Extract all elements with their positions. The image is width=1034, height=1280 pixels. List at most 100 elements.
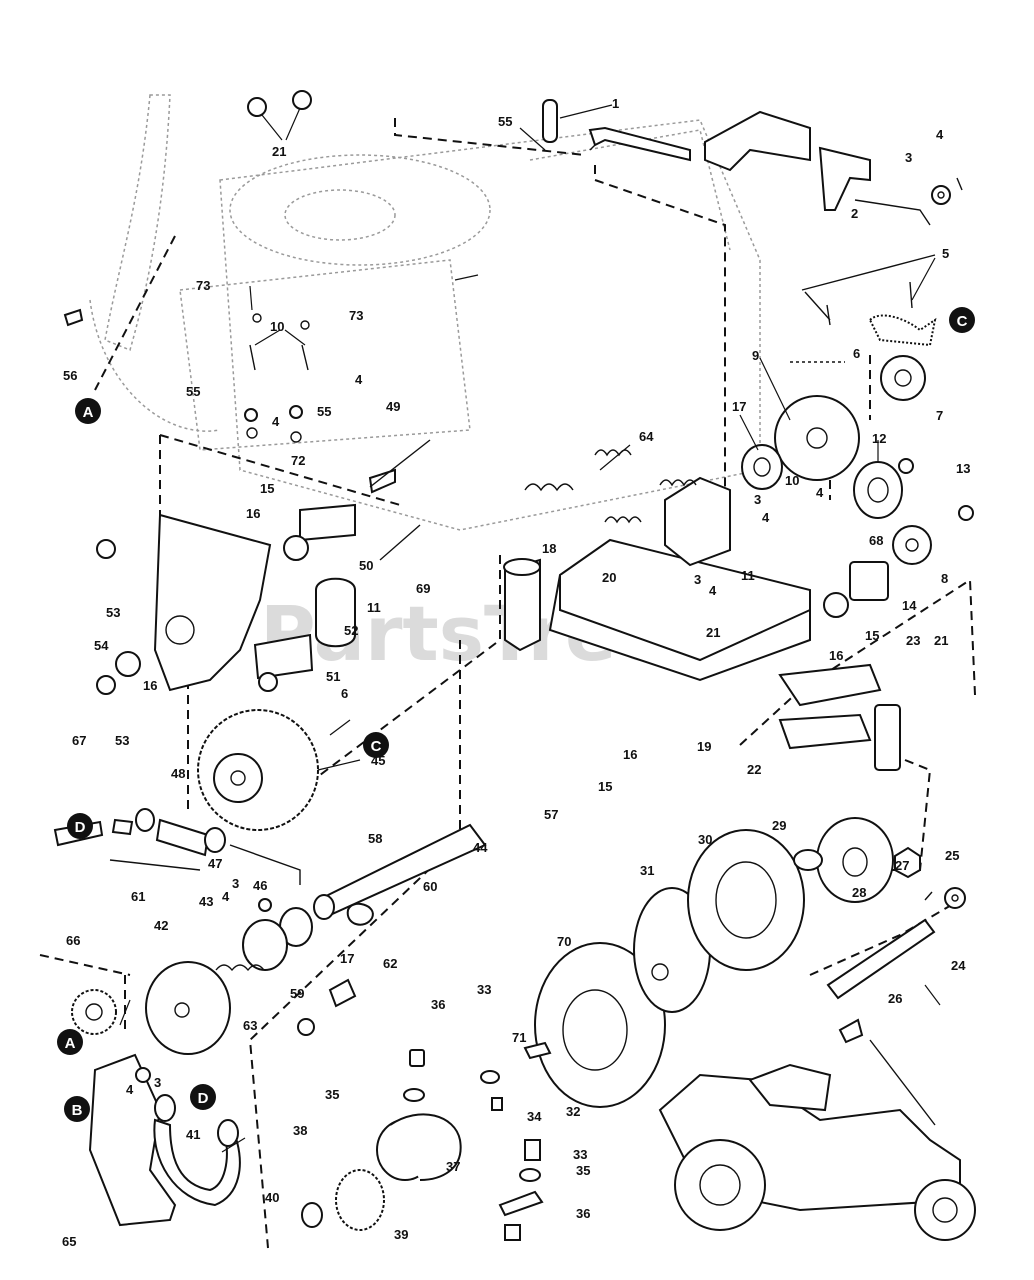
label-38: 38: [293, 1123, 307, 1138]
label-63: 63: [243, 1018, 257, 1033]
label-31: 31: [640, 863, 654, 878]
label-25: 25: [945, 848, 959, 863]
label-39: 39: [394, 1227, 408, 1242]
label-3: 3: [754, 492, 761, 507]
label-60: 60: [423, 879, 437, 894]
leader-lines: [119, 104, 941, 1153]
label-35: 35: [576, 1163, 590, 1178]
label-53: 53: [106, 605, 120, 620]
label-73: 73: [196, 278, 210, 293]
upper-left-small-parts: [63, 90, 312, 443]
label-43: 43: [199, 894, 213, 909]
lower-bearing-housing: [301, 1041, 552, 1241]
label-42: 42: [154, 918, 168, 933]
label-56: 56: [63, 368, 77, 383]
label-68: 68: [869, 533, 883, 548]
pulley-stack: [534, 817, 921, 1108]
label-37: 37: [446, 1159, 460, 1174]
label-6: 6: [853, 346, 860, 361]
label-33: 33: [477, 982, 491, 997]
brake-band: [88, 1053, 241, 1227]
svg-text:D: D: [75, 819, 86, 836]
label-7: 7: [936, 408, 943, 423]
label-9: 9: [752, 348, 759, 363]
drive-shaft: [313, 823, 487, 920]
label-16: 16: [246, 506, 260, 521]
label-4: 4: [126, 1082, 134, 1097]
label-34: 34: [527, 1109, 542, 1124]
label-28: 28: [852, 885, 866, 900]
large-sprocket: [197, 709, 319, 831]
label-4: 4: [709, 583, 717, 598]
label-6: 6: [341, 686, 348, 701]
label-40: 40: [265, 1190, 279, 1205]
left-plate-assembly: [96, 439, 431, 695]
label-11: 11: [741, 568, 755, 583]
label-4: 4: [272, 414, 280, 429]
shift-bracket-assembly: [542, 99, 963, 226]
label-72: 72: [291, 453, 305, 468]
label-71: 71: [512, 1030, 526, 1045]
label-17: 17: [340, 951, 354, 966]
label-30: 30: [698, 832, 712, 847]
label-23: 23: [906, 633, 920, 648]
label-51: 51: [326, 669, 340, 684]
label-10: 10: [270, 319, 284, 334]
central-housing: [503, 144, 901, 771]
label-36: 36: [576, 1206, 590, 1221]
callout-b-1: B: [64, 1096, 90, 1122]
label-2: 2: [851, 206, 858, 221]
tractor-illustration: [658, 1018, 976, 1241]
label-27: 27: [895, 858, 909, 873]
part-number-labels: 1 55 21 4 3 2 5 6 7 9 73 73 10 56 55 4 4…: [62, 96, 970, 1249]
label-49: 49: [386, 399, 400, 414]
label-58: 58: [368, 831, 382, 846]
svg-text:A: A: [65, 1035, 76, 1052]
svg-text:D: D: [198, 1090, 209, 1107]
label-54: 54: [94, 638, 109, 653]
label-21: 21: [934, 633, 948, 648]
label-46: 46: [253, 878, 267, 893]
clutch-pulley: [71, 961, 357, 1055]
label-14: 14: [902, 598, 917, 613]
label-52: 52: [344, 623, 358, 638]
label-10: 10: [785, 473, 799, 488]
svg-text:A: A: [83, 404, 94, 421]
svg-text:C: C: [957, 313, 968, 330]
label-62: 62: [383, 956, 397, 971]
label-3: 3: [154, 1075, 161, 1090]
label-15: 15: [865, 628, 879, 643]
label-16: 16: [829, 648, 843, 663]
label-22: 22: [747, 762, 761, 777]
label-67: 67: [72, 733, 86, 748]
callout-c-1: C: [949, 307, 975, 333]
label-36: 36: [431, 997, 445, 1012]
label-61: 61: [131, 889, 145, 904]
svg-text:C: C: [371, 738, 382, 755]
label-50: 50: [359, 558, 373, 573]
upper-sprocket-group: [774, 254, 937, 481]
label-15: 15: [260, 481, 274, 496]
callout-a-2: A: [57, 1029, 83, 1055]
label-70: 70: [557, 934, 571, 949]
label-53: 53: [115, 733, 129, 748]
label-48: 48: [171, 766, 185, 781]
label-5: 5: [942, 246, 949, 261]
label-26: 26: [888, 991, 902, 1006]
label-12: 12: [872, 431, 886, 446]
label-35: 35: [325, 1087, 339, 1102]
label-3: 3: [905, 150, 912, 165]
svg-text:B: B: [72, 1102, 83, 1119]
label-24: 24: [951, 958, 966, 973]
left-lower-parts: [53, 808, 374, 972]
label-20: 20: [602, 570, 616, 585]
label-19: 19: [697, 739, 711, 754]
springs: [524, 449, 697, 524]
label-16: 16: [623, 747, 637, 762]
label-65: 65: [62, 1234, 76, 1249]
idler-shaft: [826, 887, 966, 1000]
label-32: 32: [566, 1104, 580, 1119]
label-1: 1: [612, 96, 619, 111]
label-8: 8: [941, 571, 948, 586]
